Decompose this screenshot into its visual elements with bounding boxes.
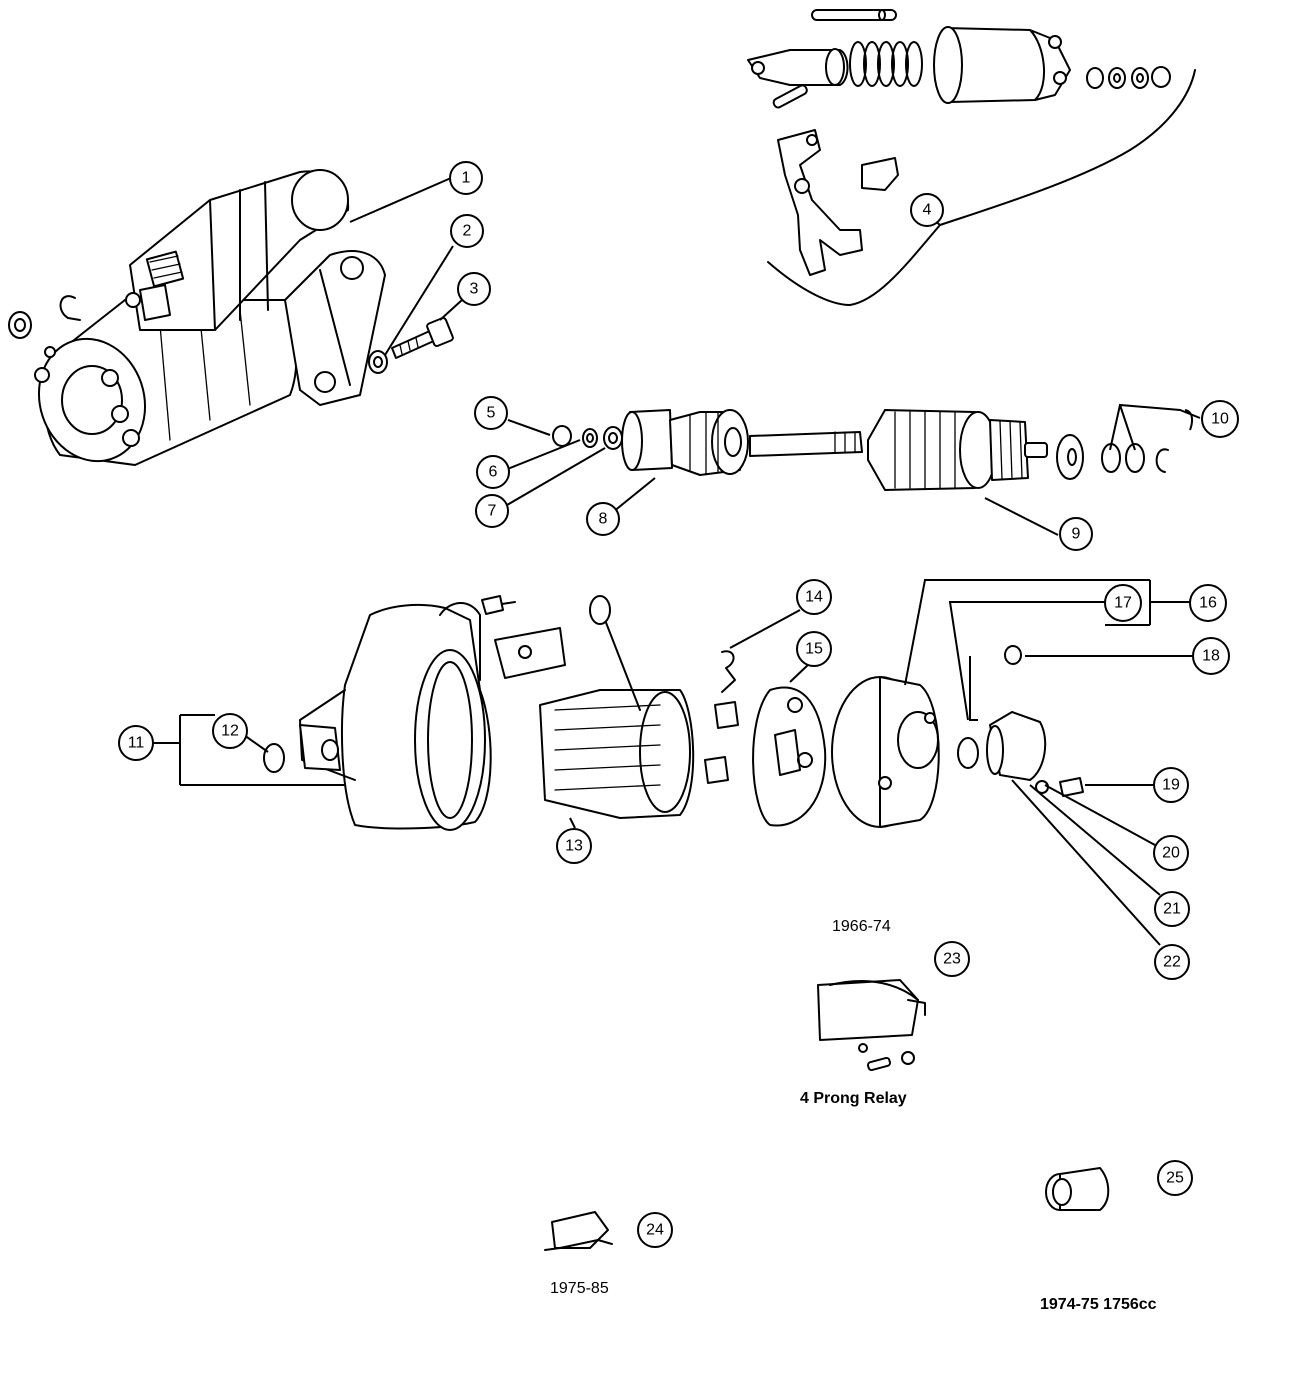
- callout-21: 21: [1154, 891, 1190, 927]
- svg-text:14: 14: [805, 589, 823, 606]
- callout-23: 23: [934, 941, 970, 977]
- callout-19: 19: [1153, 767, 1189, 803]
- svg-text:15: 15: [805, 641, 823, 658]
- callout-9: 9: [1059, 517, 1093, 551]
- svg-text:10: 10: [1211, 411, 1229, 428]
- svg-text:4: 4: [923, 202, 932, 219]
- callout-12: 12: [212, 713, 248, 749]
- callout-13: 13: [556, 828, 592, 864]
- svg-text:13: 13: [565, 838, 583, 855]
- caption-relay-years: 1966-74: [832, 918, 891, 935]
- svg-text:20: 20: [1162, 845, 1180, 862]
- callout-17: 17: [1104, 584, 1142, 622]
- svg-text:19: 19: [1162, 777, 1180, 794]
- callout-4: 4: [910, 193, 944, 227]
- svg-text:2: 2: [463, 223, 472, 240]
- svg-text:25: 25: [1166, 1170, 1184, 1187]
- callout-15: 15: [796, 631, 832, 667]
- callout-16: 16: [1189, 584, 1227, 622]
- commutator-end-cover: [831, 645, 1084, 828]
- callout-14: 14: [796, 579, 832, 615]
- svg-text:9: 9: [1072, 526, 1081, 543]
- callout-20: 20: [1153, 835, 1189, 871]
- svg-text:24: 24: [646, 1222, 664, 1239]
- field-coils-and-brushes: [539, 595, 827, 827]
- callout-3: 3: [457, 272, 491, 306]
- callout-6: 6: [476, 455, 510, 489]
- part-25: [1045, 1167, 1110, 1211]
- starter-motor-assembly: [8, 169, 386, 466]
- svg-text:1: 1: [462, 170, 471, 187]
- leader-lines: [152, 177, 1201, 946]
- callout-11: 11: [118, 725, 154, 761]
- washer-and-bolt: [368, 317, 454, 374]
- callout-1: 1: [449, 161, 483, 195]
- callout-2: 2: [450, 214, 484, 248]
- caption-relay-name: 4 Prong Relay: [800, 1090, 907, 1107]
- svg-text:12: 12: [221, 723, 239, 740]
- svg-text:7: 7: [488, 503, 497, 520]
- callout-18: 18: [1192, 637, 1230, 675]
- relay-24: [544, 1211, 613, 1251]
- callout-10: 10: [1201, 400, 1239, 438]
- svg-text:8: 8: [599, 511, 608, 528]
- solenoid-internals: [747, 9, 1196, 306]
- svg-text:11: 11: [128, 735, 145, 752]
- relay-23: [817, 979, 926, 1072]
- svg-text:5: 5: [487, 405, 496, 422]
- svg-text:18: 18: [1202, 648, 1220, 665]
- svg-text:3: 3: [470, 281, 479, 298]
- callout-25: 25: [1157, 1160, 1193, 1196]
- svg-text:17: 17: [1114, 595, 1132, 612]
- svg-text:16: 16: [1199, 595, 1217, 612]
- svg-text:23: 23: [943, 951, 961, 968]
- caption-relay-1975: 1975-85: [550, 1280, 609, 1297]
- callout-22: 22: [1154, 944, 1190, 980]
- svg-text:6: 6: [489, 464, 498, 481]
- drive-end-housing: [263, 595, 566, 831]
- caption-part-1974: 1974-75 1756cc: [1040, 1296, 1157, 1313]
- callouts: 1 2 3 4 5 6 7 8 9 10 11 12 13 14 15 16 1…: [118, 161, 1239, 1248]
- svg-text:21: 21: [1163, 901, 1181, 918]
- armature-and-drive: [552, 409, 1169, 491]
- callout-24: 24: [637, 1212, 673, 1248]
- callout-7: 7: [475, 494, 509, 528]
- callout-8: 8: [586, 502, 620, 536]
- callout-5: 5: [474, 396, 508, 430]
- svg-text:22: 22: [1163, 954, 1181, 971]
